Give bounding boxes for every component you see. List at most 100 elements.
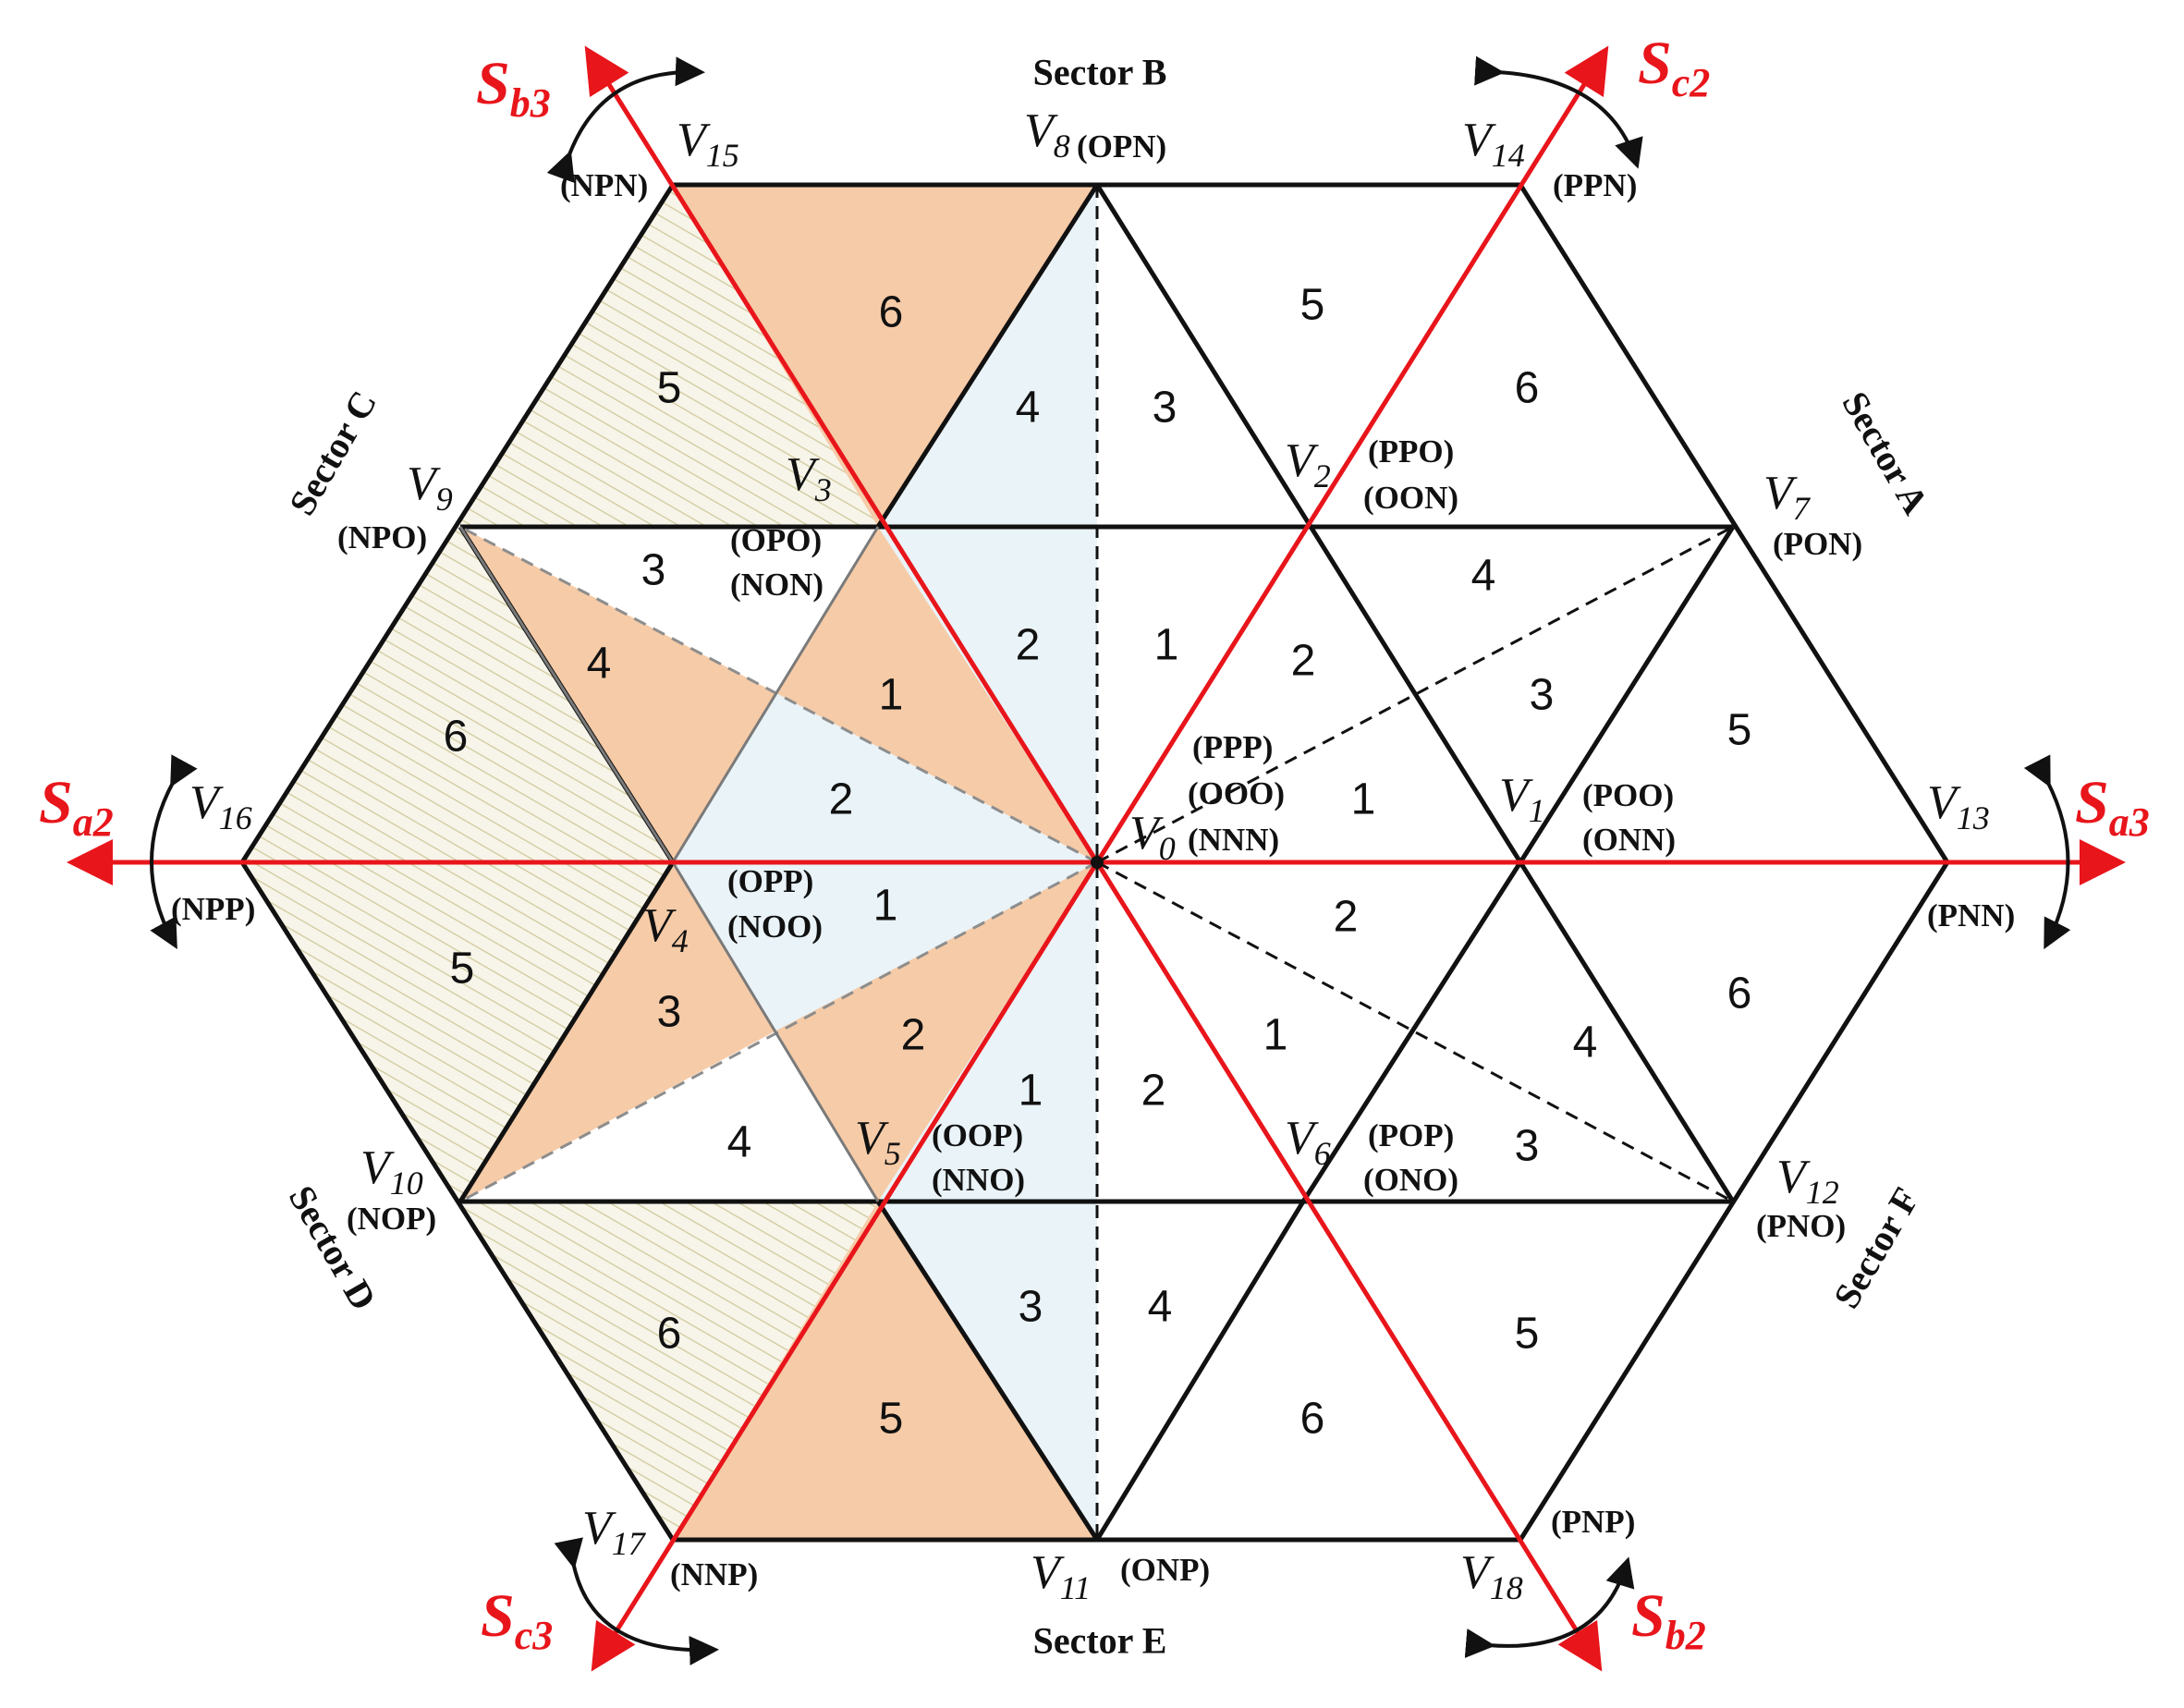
sc3-label: Sc3 — [481, 1582, 553, 1658]
rotation-arrow-sa2 — [150, 754, 198, 950]
v2-code-1: (PPO) — [1368, 433, 1454, 470]
region-b2: 2 — [1016, 621, 1041, 670]
orange-region-c4 — [460, 527, 776, 862]
rotation-arrow-sc3 — [554, 1537, 719, 1665]
sa2-label: Sa2 — [39, 769, 114, 845]
region-e1: 1 — [1019, 1067, 1043, 1116]
region-b5: 5 — [1300, 281, 1325, 330]
region-f2: 2 — [1334, 893, 1359, 942]
v6-code-2: (ONO) — [1363, 1162, 1458, 1198]
region-f3: 3 — [1515, 1122, 1540, 1171]
sector-label-d: Sector D — [281, 1178, 384, 1317]
axis-sc2 — [1094, 45, 1609, 864]
rotation-arrow-sc2 — [1474, 55, 1643, 169]
region-d6: 6 — [657, 1310, 682, 1359]
orange-region-e5 — [673, 1202, 1097, 1540]
v16-code: (NPP) — [171, 891, 255, 927]
v1-code-2: (ONN) — [1582, 822, 1676, 858]
hatched-region-d — [242, 527, 673, 1540]
gray-solid-lines — [458, 526, 880, 1202]
dashed-to-v7 — [1096, 525, 1734, 864]
v18-code: (PNP) — [1551, 1504, 1635, 1540]
grid-line-d9 — [875, 1200, 1100, 1542]
orange-region-e2 — [776, 862, 1097, 1202]
region-e2: 2 — [1141, 1067, 1166, 1116]
orange-region-b1 — [673, 527, 1097, 862]
region-d3: 3 — [657, 988, 682, 1037]
v12-code: (PNO) — [1756, 1208, 1846, 1244]
region-e4: 4 — [1148, 1283, 1173, 1332]
switch-axis-labels: Sa2 Sa3 Sb3 Sc2 Sb2 Sc3 — [39, 30, 2150, 1658]
v4-label: V4 — [642, 899, 689, 959]
gray-dashed-lines — [459, 525, 1098, 1203]
rotation-arrow-sb2 — [1464, 1556, 1635, 1658]
v1-code-1: (POO) — [1582, 777, 1674, 813]
region-a2: 2 — [1291, 637, 1316, 686]
rotation-arrow-sa3 — [2023, 754, 2071, 950]
v14-code: (PPN) — [1553, 167, 1637, 203]
sector-label-c: Sector C — [281, 384, 384, 522]
axis-sb3 — [584, 45, 1100, 864]
v16-label: V16 — [189, 776, 252, 836]
v3-code-1: (OPO) — [730, 522, 822, 558]
region-e6: 6 — [1300, 1395, 1325, 1444]
v0-code-1: (PPP) — [1192, 729, 1273, 765]
switch-axes — [67, 45, 2126, 1672]
region-a3: 3 — [1530, 671, 1555, 720]
v5-label: V5 — [855, 1112, 901, 1172]
v18-label: V18 — [1460, 1546, 1523, 1606]
v13-code: (PNN) — [1927, 897, 2015, 933]
gray-line-v4-v5 — [671, 861, 880, 1202]
grid-line-d2 — [1518, 525, 1736, 864]
v9-code: (NPO) — [337, 519, 427, 555]
v15-label: V15 — [677, 114, 739, 174]
region-c3: 3 — [641, 546, 666, 595]
hatched-region-c-outer — [242, 185, 878, 862]
region-a4: 4 — [1471, 552, 1496, 601]
v0-code-2: (OOO) — [1188, 775, 1285, 811]
v0-label: V0 — [1129, 807, 1176, 867]
sc2-label: Sc2 — [1638, 30, 1710, 105]
sb3-label: Sb3 — [476, 50, 551, 126]
v6-code-1: (POP) — [1368, 1117, 1454, 1153]
v6-label: V6 — [1285, 1112, 1331, 1172]
v14-label: V14 — [1462, 114, 1525, 174]
grid-line-d6 — [875, 183, 1100, 529]
v12-label: V12 — [1776, 1151, 1839, 1211]
v3-label: V3 — [786, 448, 832, 508]
v3-code-2: (NON) — [730, 567, 824, 603]
grid-line-d5 — [1094, 1200, 1306, 1542]
grid-line-d4 — [1300, 860, 1523, 1203]
rotation-arrow-sb3 — [546, 56, 705, 184]
region-d5: 5 — [450, 945, 475, 994]
v10-code: (NOP) — [347, 1201, 436, 1237]
sector-label-f: Sector F — [1825, 1180, 1927, 1315]
sector-label-b: Sector B — [1033, 52, 1167, 93]
sb2-label: Sb2 — [1631, 1582, 1706, 1658]
region-c2: 2 — [829, 775, 854, 824]
v1-label: V1 — [1499, 769, 1545, 829]
v7-label: V7 — [1763, 467, 1812, 527]
region-f5: 5 — [1515, 1310, 1540, 1359]
v8-code: (OPN) — [1077, 128, 1166, 165]
region-d4: 4 — [727, 1118, 752, 1167]
axis-sc3 — [591, 860, 1100, 1672]
grid-line-d8 — [458, 860, 676, 1203]
dashed-to-v10 — [459, 860, 1098, 1203]
region-d1: 1 — [873, 882, 898, 931]
region-numbers: 1 2 3 4 5 6 1 2 3 4 5 6 1 2 3 4 5 6 1 2 … — [444, 281, 1752, 1444]
region-a1: 1 — [1351, 775, 1376, 824]
region-b4: 4 — [1016, 384, 1041, 433]
v2-label: V2 — [1285, 434, 1331, 494]
region-b6: 6 — [879, 288, 904, 337]
region-e3: 3 — [1019, 1283, 1043, 1332]
dashed-to-v12 — [1096, 860, 1734, 1203]
hatched-region-d-lower — [460, 1202, 878, 1540]
grid-line-d3 — [1518, 860, 1736, 1203]
blue-region-upper — [878, 185, 1097, 862]
sa3-label: Sa3 — [2075, 769, 2150, 845]
region-a6: 6 — [1515, 364, 1540, 413]
v8-label: V8 — [1024, 104, 1070, 165]
